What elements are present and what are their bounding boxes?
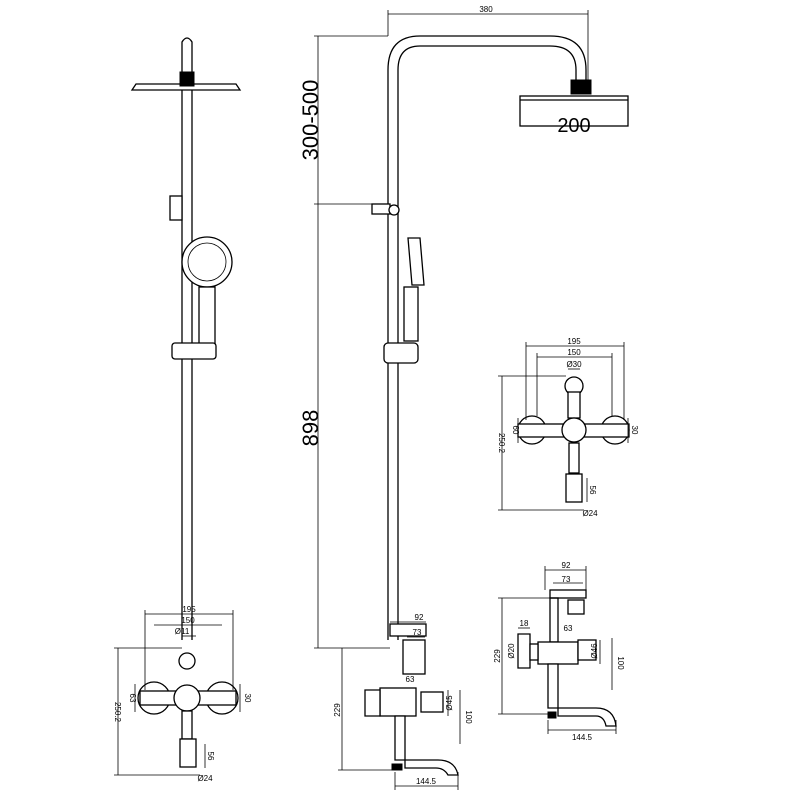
detail-spout-stem (568, 442, 580, 474)
detail-side-cap (547, 711, 557, 719)
front-dim-250: 250.2 (113, 702, 122, 723)
detail-side-dim-46: Ø46 (590, 643, 599, 659)
front-hand-shower-face (187, 242, 227, 282)
side-handle (364, 689, 381, 717)
side-spout-valve (420, 691, 444, 713)
detail-side-dim-20: Ø20 (507, 643, 516, 659)
side-rain-head (519, 95, 629, 127)
detail-top-stem (567, 391, 581, 419)
front-arm-top (181, 37, 193, 72)
detail-side-handle (517, 633, 531, 669)
detail-side-body (537, 641, 579, 665)
side-hand-shower (407, 237, 425, 286)
front-dim-150: 150 (181, 616, 195, 625)
front-dim-outlet: Ø11 (175, 627, 190, 636)
detail-side-spout (547, 663, 617, 727)
side-mixer-valve (402, 639, 426, 675)
detail-side-dim-100: 100 (616, 656, 625, 670)
side-dim-144: 144.5 (416, 777, 437, 786)
detail-dim-24: Ø24 (582, 509, 598, 518)
detail-side-top (549, 589, 587, 599)
side-spout (394, 715, 459, 776)
detail-side-valve (567, 599, 585, 615)
side-dim-45: Ø45 (445, 695, 454, 711)
side-mixer-top (389, 623, 427, 637)
side-slider (383, 342, 419, 364)
front-head-mount (179, 71, 195, 87)
front-dim-195: 195 (182, 605, 196, 614)
front-hand-shower-handle (198, 286, 216, 348)
detail-side-riser (549, 597, 559, 643)
side-dim-380: 380 (479, 5, 493, 14)
side-dim-92: 92 (415, 613, 424, 622)
detail-spout (565, 473, 583, 503)
detail-side-dim-73: 73 (562, 575, 571, 584)
detail-side-dim-92: 92 (562, 561, 571, 570)
side-diverter-cap (391, 763, 403, 771)
side-riser-inner (397, 45, 577, 640)
side-view: 380 200 300-500 898 92 73 63 Ø45 100 229… (298, 5, 629, 790)
front-slider (171, 342, 217, 360)
side-dim-229: 229 (333, 703, 342, 717)
detail-dim-56: 56 (588, 486, 597, 495)
side-upper-clamp (371, 203, 391, 215)
side-hand-shower-handle (403, 286, 419, 342)
front-dim-24: Ø24 (197, 774, 213, 783)
side-mixer-body (379, 687, 417, 717)
side-dim-73: 73 (413, 628, 422, 637)
side-riser-outer (387, 35, 587, 640)
front-dim-56: 56 (206, 752, 215, 761)
detail-side-dim-229: 229 (493, 649, 502, 663)
side-dim-200: 200 (557, 115, 590, 137)
side-dim-100: 100 (464, 710, 473, 724)
detail-dim-30: 30 (630, 426, 639, 435)
front-center-body (173, 684, 201, 712)
front-hand-shower-head (181, 236, 233, 288)
side-dim-arm-range: 300-500 (298, 80, 323, 161)
front-view: 195 150 Ø11 63 250.2 30 56 Ø24 (113, 37, 252, 783)
detail-side-nut (529, 643, 539, 661)
detail-side-dim-63: 63 (564, 624, 573, 633)
detail-side-view: 92 73 18 63 Ø20 Ø46 100 229 144.5 (493, 561, 625, 742)
front-rain-head (130, 83, 242, 91)
detail-front-view: 195 150 Ø30 60 250.2 30 56 Ø24 (497, 337, 639, 518)
detail-dim-195: 195 (567, 337, 581, 346)
front-dim-63: 63 (128, 694, 137, 703)
detail-dim-250: 250.2 (497, 433, 506, 454)
detail-side-dim-18: 18 (520, 619, 529, 628)
detail-center-body (561, 417, 587, 443)
front-spout-stem (181, 710, 193, 740)
side-dim-63: 63 (406, 675, 415, 684)
detail-dim-30dia: Ø30 (566, 360, 582, 369)
front-upper-clamp (169, 195, 183, 221)
detail-dim-60: 60 (511, 426, 520, 435)
side-dim-898: 898 (298, 410, 323, 447)
side-head-mount (570, 79, 592, 95)
detail-side-dim-144: 144.5 (572, 733, 593, 742)
front-top-connector (178, 652, 196, 670)
front-dim-30: 30 (243, 694, 252, 703)
front-spout (179, 738, 197, 768)
detail-side-spout-valve (577, 639, 597, 661)
detail-dim-150: 150 (567, 348, 581, 357)
